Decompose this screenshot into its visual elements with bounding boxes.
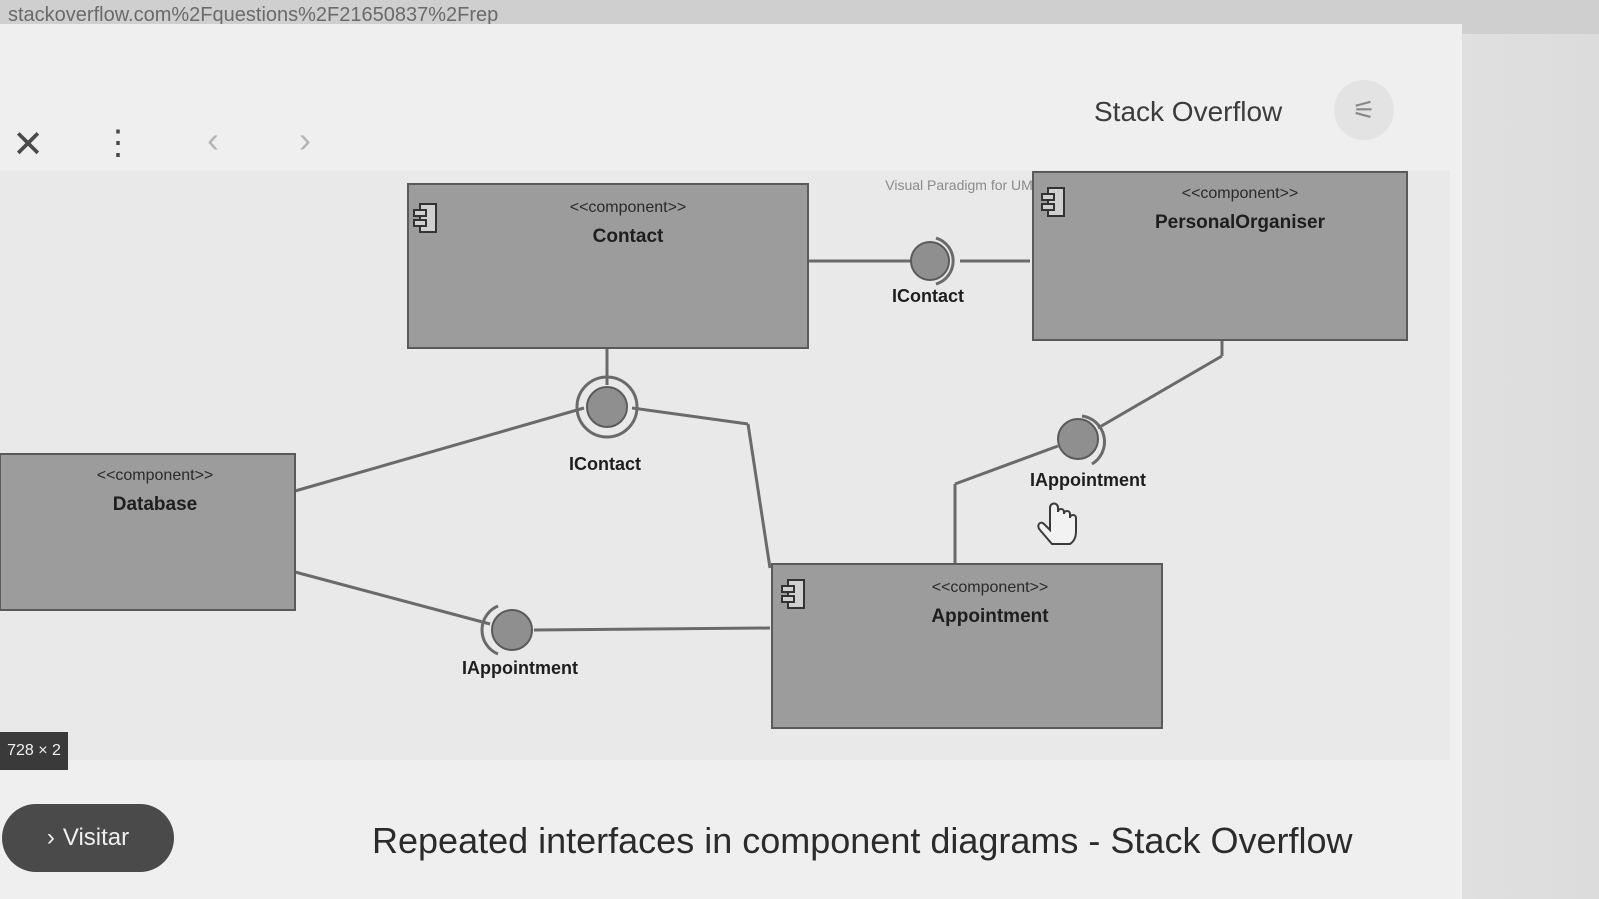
interface-iappointment-right: IAppointment bbox=[1030, 414, 1146, 490]
uml-diagram-image: Visual Paradigm for UML Community Editio… bbox=[0, 170, 1450, 760]
component-contact: <<component>> Contact bbox=[407, 183, 809, 349]
interface-label: IContact bbox=[892, 286, 964, 306]
component-name: Database bbox=[113, 494, 198, 515]
stereotype-label: <<component>> bbox=[570, 199, 687, 216]
visit-button[interactable]: › Visitar bbox=[2, 804, 174, 872]
image-size-badge: 728 × 2 bbox=[0, 732, 68, 770]
interface-icontact-middle: IContact bbox=[569, 375, 641, 474]
interface-icontact-top: IContact bbox=[892, 236, 964, 306]
more-options-icon[interactable]: ⋮ bbox=[101, 124, 135, 162]
chevron-right-icon: › bbox=[46, 824, 55, 851]
component-name: Appointment bbox=[931, 606, 1049, 627]
interface-label: IAppointment bbox=[1030, 470, 1146, 490]
component-diagram: Visual Paradigm for UML Community Editio… bbox=[0, 171, 1408, 729]
stereotype-label: <<component>> bbox=[932, 579, 1049, 596]
component-database: <<component>> Database bbox=[0, 453, 296, 611]
site-name[interactable]: Stack Overflow bbox=[1094, 96, 1283, 127]
component-name: Contact bbox=[593, 226, 664, 247]
component-name: PersonalOrganiser bbox=[1155, 212, 1326, 233]
component-personal-organiser: <<component>> PersonalOrganiser bbox=[1032, 171, 1408, 341]
stackoverflow-logo-icon[interactable]: ⚟ bbox=[1334, 80, 1394, 140]
stereotype-label: <<component>> bbox=[97, 467, 214, 484]
interface-label: IAppointment bbox=[462, 658, 578, 678]
result-page-title[interactable]: Repeated interfaces in component diagram… bbox=[372, 820, 1353, 861]
component-appointment: <<component>> Appointment bbox=[771, 563, 1163, 729]
stereotype-label: <<component>> bbox=[1182, 185, 1299, 202]
close-icon[interactable]: ✕ bbox=[12, 123, 44, 166]
previous-icon[interactable]: ‹ bbox=[207, 119, 219, 160]
interface-label: IContact bbox=[569, 454, 641, 474]
visit-button-label: Visitar bbox=[62, 824, 130, 851]
interface-iappointment-bottom: IAppointment bbox=[462, 604, 578, 678]
hand-cursor-icon bbox=[1037, 502, 1077, 545]
next-icon[interactable]: › bbox=[299, 119, 311, 160]
connectors bbox=[294, 259, 1224, 632]
